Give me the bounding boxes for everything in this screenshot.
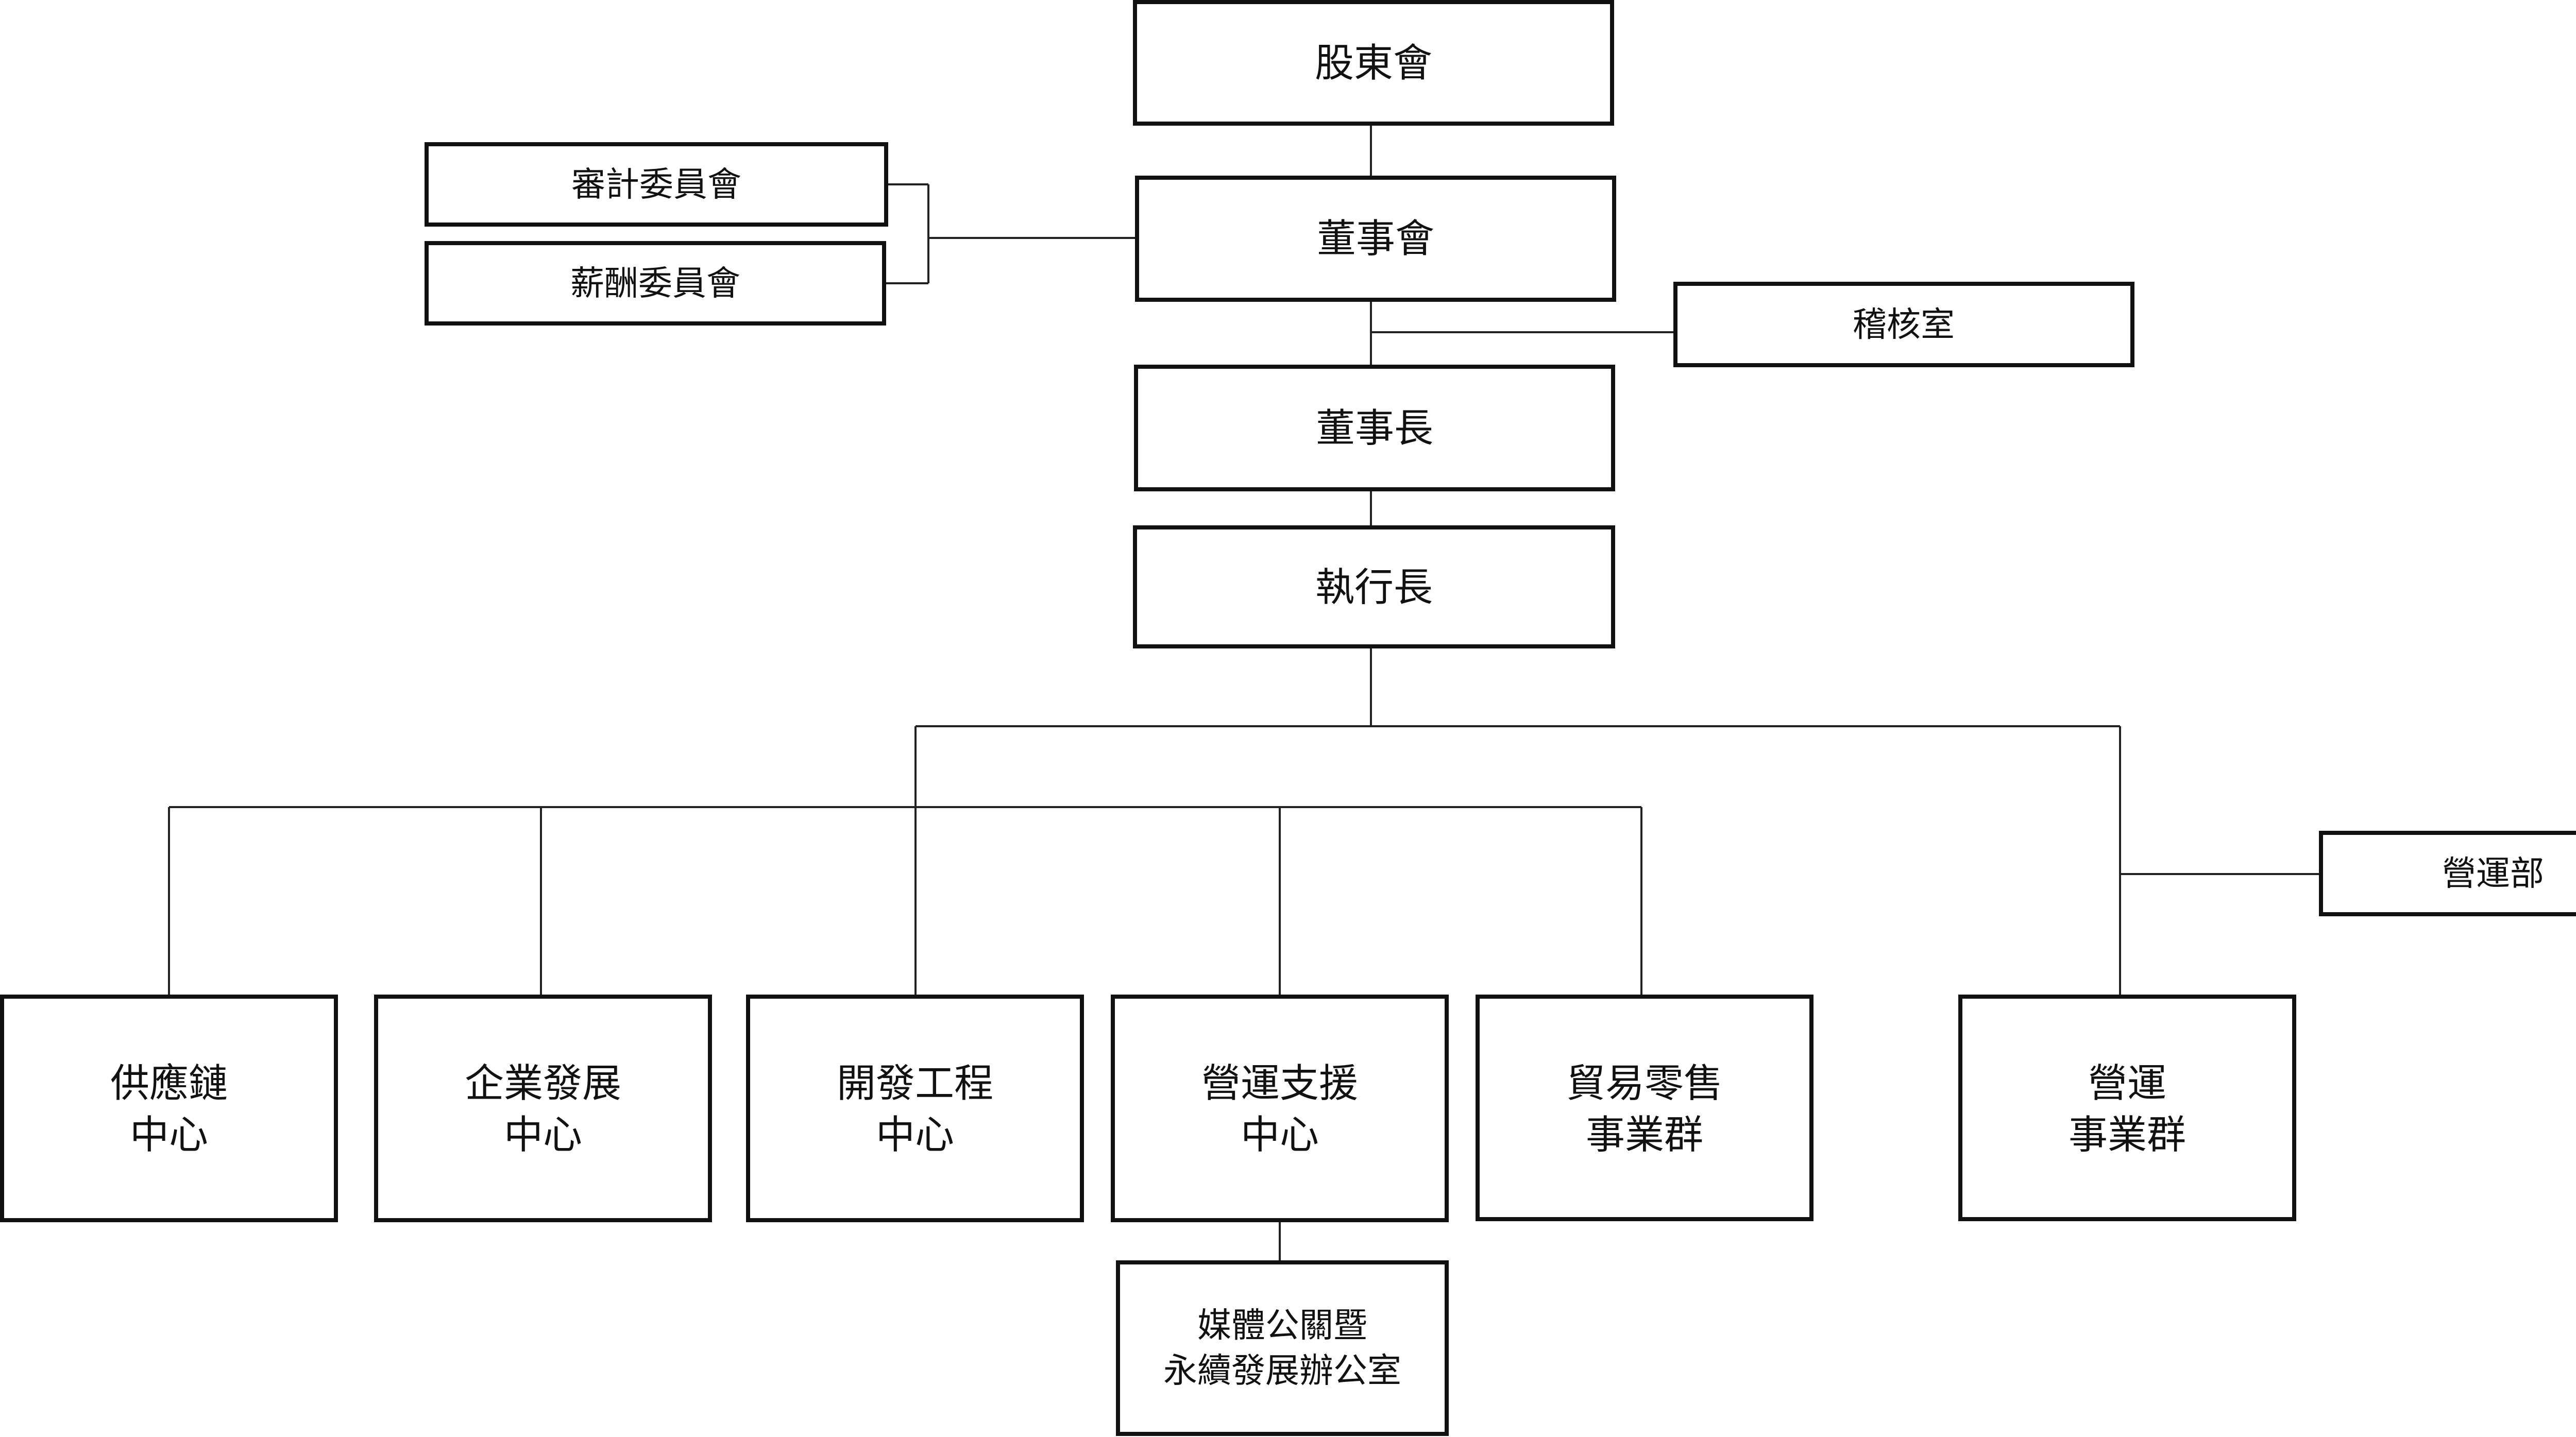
operations-department-box: 營運部: [2319, 831, 2576, 916]
connectors: [168, 124, 2321, 1262]
media-pr-sustainability-box: 媒體公關暨 永續發展辦公室: [1116, 1260, 1449, 1436]
development-engineering-label-line1: 開發工程: [837, 1060, 993, 1106]
ceo-box: 執行長: [1133, 525, 1615, 648]
operations-department-label: 營運部: [2442, 854, 2544, 894]
compensation-committee-label: 薪酬委員會: [570, 264, 740, 303]
corporate-development-label-line1: 企業發展: [465, 1060, 621, 1106]
board-box: 董事會: [1135, 176, 1616, 302]
development-engineering-label-line2: 中心: [876, 1112, 954, 1158]
operations-support-box: 營運支援 中心: [1111, 995, 1449, 1222]
audit-committee-label: 審計委員會: [571, 165, 741, 204]
development-engineering-box: 開發工程 中心: [746, 995, 1084, 1222]
corporate-development-label-line2: 中心: [504, 1112, 582, 1158]
media-pr-sustainability-label-line1: 媒體公關暨: [1197, 1306, 1367, 1345]
board-label: 董事會: [1317, 216, 1434, 262]
supply-chain-box: 供應鏈 中心: [0, 995, 338, 1222]
trade-retail-box: 貿易零售 事業群: [1476, 995, 1814, 1221]
operations-group-box: 營運 事業群: [1958, 995, 2296, 1221]
chairman-box: 董事長: [1134, 365, 1615, 491]
corporate-development-box: 企業發展 中心: [374, 995, 712, 1222]
ceo-label: 執行長: [1315, 564, 1433, 610]
shareholders-box: 股東會: [1133, 0, 1614, 126]
chairman-label: 董事長: [1316, 405, 1433, 451]
internal-audit-box: 稽核室: [1673, 282, 2134, 367]
operations-support-label-line2: 中心: [1241, 1112, 1319, 1158]
media-pr-sustainability-label-line2: 永續發展辦公室: [1163, 1351, 1401, 1391]
shareholders-label: 股東會: [1315, 40, 1432, 86]
supply-chain-label-line2: 中心: [130, 1112, 208, 1158]
supply-chain-label-line1: 供應鏈: [110, 1060, 228, 1106]
audit-committee-box: 審計委員會: [425, 142, 888, 227]
operations-group-label-line1: 營運: [2088, 1060, 2166, 1106]
trade-retail-label-line2: 事業群: [1586, 1112, 1703, 1158]
compensation-committee-box: 薪酬委員會: [425, 241, 886, 326]
operations-support-label-line1: 營運支援: [1201, 1060, 1358, 1106]
trade-retail-label-line1: 貿易零售: [1566, 1060, 1723, 1106]
internal-audit-label: 稽核室: [1853, 305, 1955, 345]
operations-group-label-line2: 事業群: [2069, 1112, 2186, 1158]
